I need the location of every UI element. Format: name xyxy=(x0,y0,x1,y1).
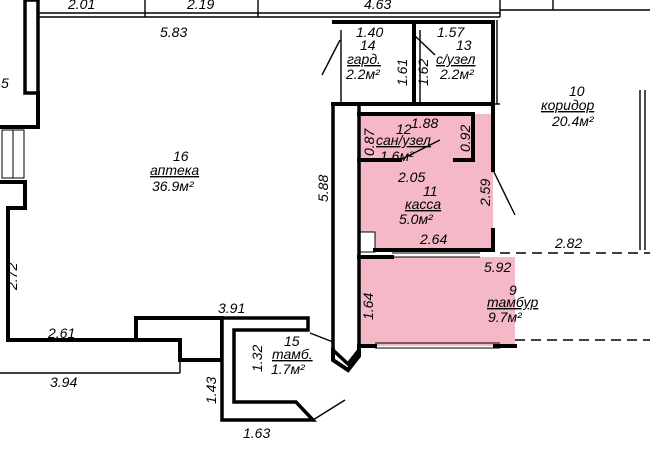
dim-1-40: 1.40 xyxy=(356,24,383,40)
dim-5: 5 xyxy=(1,75,9,91)
room-9-name: тамбур xyxy=(487,294,538,310)
dim-5-83: 5.83 xyxy=(160,24,187,40)
room-9-number: 9 xyxy=(509,282,517,298)
room-12-name: сан/узел xyxy=(376,132,431,148)
room-15-name: тамб. xyxy=(272,346,313,362)
room-11-number: 11 xyxy=(423,183,438,199)
left-outer-wall-top xyxy=(23,0,40,95)
dim-4-63: 4.63 xyxy=(364,0,391,12)
room-16-number: 16 xyxy=(173,148,189,164)
highlight-room-12-11 xyxy=(358,114,493,250)
block-14-door xyxy=(321,39,341,76)
lower-block-wall xyxy=(134,316,224,362)
dim-2-82: 2.82 xyxy=(554,235,582,251)
block-13-door xyxy=(413,34,436,56)
dim-2-61: 2.61 xyxy=(47,325,75,341)
central-wall xyxy=(331,102,361,367)
dim-1-32: 1.32 xyxy=(249,345,265,372)
room-12-wall xyxy=(357,112,475,162)
dim-1-43: 1.43 xyxy=(203,377,219,404)
dim-2-05: 2.05 xyxy=(397,169,425,185)
room-13-name: с/узел xyxy=(436,51,476,67)
vestibule-15-wall xyxy=(220,316,318,422)
dim-2-01: 2.01 xyxy=(67,0,95,12)
central-wall-tip xyxy=(331,348,361,373)
room-10-name: коридор xyxy=(541,97,594,113)
room-12-area: 1.6м² xyxy=(380,148,415,164)
dim-2-72: 2.72 xyxy=(4,263,20,291)
left-wall-lower xyxy=(0,180,224,342)
dim-1-61: 1.61 xyxy=(394,59,410,86)
dim-5-92: 5.92 xyxy=(484,259,511,275)
dim-3-94: 3.94 xyxy=(50,374,77,390)
dim-2-59: 2.59 xyxy=(477,179,493,207)
room-11-name: касса xyxy=(405,196,441,212)
room-11-door-right xyxy=(492,169,516,216)
dim-1-64: 1.64 xyxy=(360,293,376,320)
dim-1-57: 1.57 xyxy=(437,24,465,40)
room-14-area: 2.2м² xyxy=(345,66,381,82)
dim-5-88: 5.88 xyxy=(315,175,331,202)
dim-1-63: 1.63 xyxy=(243,425,270,441)
room-16-name: аптека xyxy=(150,162,199,178)
room-12-number: 12 xyxy=(396,121,412,137)
room-16-area: 36.9м² xyxy=(152,178,195,194)
room-14-name: гард. xyxy=(347,51,381,67)
room-9-area: 9.7м² xyxy=(488,309,523,325)
vestibule-15-door xyxy=(312,399,346,421)
dim-3-91: 3.91 xyxy=(218,300,245,316)
dim-1-88: 1.88 xyxy=(411,115,438,131)
dim-0-92: 0.92 xyxy=(457,125,473,152)
dim-2-19: 2.19 xyxy=(186,0,214,12)
room-13-number: 13 xyxy=(456,37,472,53)
room-11-area: 5.0м² xyxy=(399,211,434,227)
room-11-counter xyxy=(358,231,376,253)
highlight-room-9 xyxy=(360,257,515,346)
room-12-door xyxy=(399,139,441,161)
door-line-lower xyxy=(309,332,334,343)
dim-1-62: 1.62 xyxy=(415,59,431,86)
dim-2-64: 2.64 xyxy=(419,231,447,247)
room-10-area: 20.4м² xyxy=(551,113,595,129)
room-15-number: 15 xyxy=(284,333,300,349)
dim-0-87: 0.87 xyxy=(361,128,377,156)
left-wall-step xyxy=(0,91,40,129)
room-14-number: 14 xyxy=(360,37,376,53)
room-15-area: 1.7м² xyxy=(271,361,306,377)
room-10-number: 10 xyxy=(569,83,585,99)
room-13-area: 2.2м² xyxy=(439,66,475,82)
